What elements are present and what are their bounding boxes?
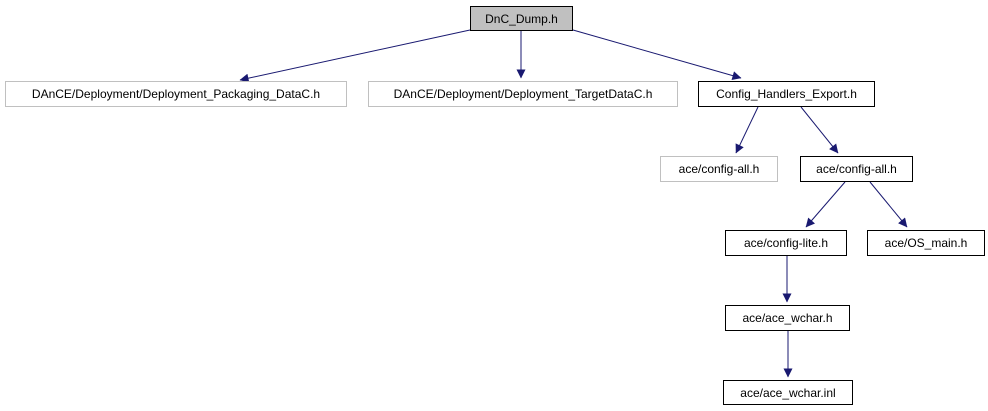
edge-ace-config-all-to-ace-config-lite (805, 181, 846, 228)
edge-dnc-dump-to-config-handlers-export (572, 29, 742, 80)
edge-config-handlers-export-to-ace-config-all (800, 106, 839, 154)
edge-ace-config-all-to-ace-os-main (869, 181, 908, 228)
node-ace-ace-wchar-h[interactable]: ace/ace_wchar.h (725, 305, 850, 331)
node-ace-config-all[interactable]: ace/config-all.h (800, 156, 913, 182)
node-ace-os-main[interactable]: ace/OS_main.h (867, 230, 985, 256)
node-dnc-dump: DnC_Dump.h (470, 6, 573, 31)
node-deployment-target-datac: DAnCE/Deployment/Deployment_TargetDataC.… (368, 81, 678, 107)
node-ace-config-lite[interactable]: ace/config-lite.h (725, 230, 847, 256)
edge-config-handlers-export-to-ace-config-all-plain (735, 106, 759, 154)
node-ace-ace-wchar-inl[interactable]: ace/ace_wchar.inl (723, 380, 853, 405)
node-config-handlers-export[interactable]: Config_Handlers_Export.h (698, 81, 875, 107)
node-ace-config-all-plain: ace/config-all.h (660, 156, 778, 182)
node-deployment-packaging-datac: DAnCE/Deployment/Deployment_Packaging_Da… (5, 81, 347, 107)
edge-dnc-dump-to-deployment-packaging (239, 29, 471, 83)
